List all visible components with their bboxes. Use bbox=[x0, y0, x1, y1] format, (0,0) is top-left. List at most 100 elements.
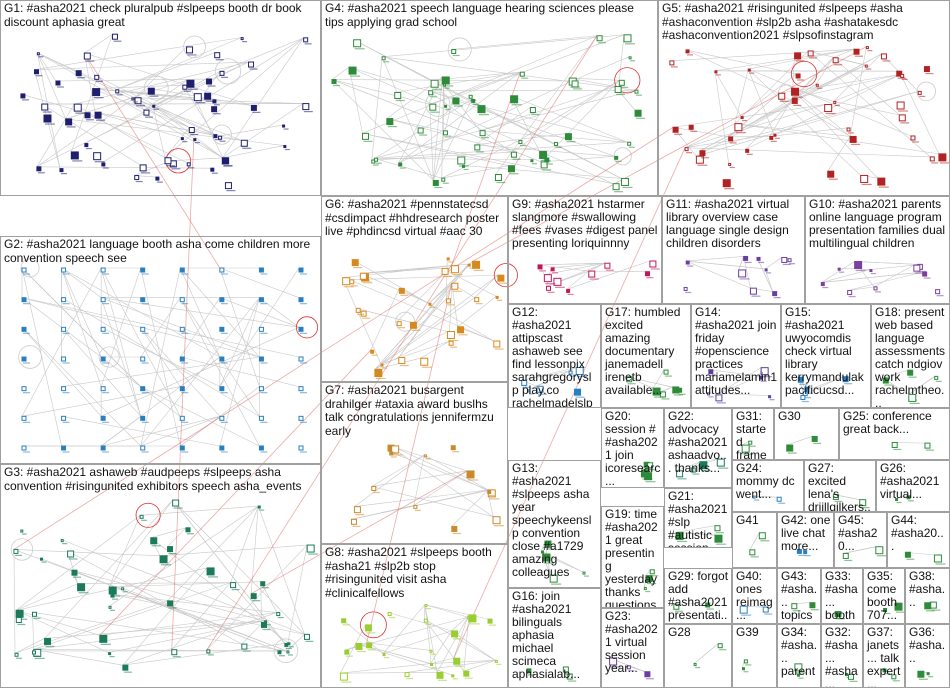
node-g3-4 bbox=[303, 633, 310, 640]
edge-g6-3 bbox=[374, 297, 475, 370]
edge-g45-2 bbox=[843, 546, 876, 554]
node-g8-8 bbox=[366, 642, 373, 649]
node-g32-0 bbox=[845, 673, 849, 677]
edge-g8-17 bbox=[453, 617, 468, 659]
node-g4-13 bbox=[518, 140, 523, 145]
node-g8-6 bbox=[436, 671, 444, 679]
group-label-g2: G2: #asha2021 language booth asha come c… bbox=[4, 237, 314, 265]
node-g6-25 bbox=[446, 330, 455, 339]
edge-g3-61 bbox=[230, 582, 286, 644]
edge-g11-5 bbox=[686, 256, 744, 262]
node-g9-7 bbox=[546, 285, 552, 291]
edge-g4-32 bbox=[398, 80, 573, 164]
inter-group-edge-0 bbox=[13, 126, 674, 550]
node-g2-51 bbox=[140, 445, 146, 451]
edge-g4-66 bbox=[374, 157, 442, 179]
edge-g8-25 bbox=[430, 660, 496, 664]
edge-g5-45 bbox=[669, 48, 855, 62]
edge-g8-24 bbox=[366, 642, 431, 651]
edge-g1-48 bbox=[135, 97, 303, 104]
node-g10-6 bbox=[922, 271, 928, 277]
node-g1-1 bbox=[213, 134, 218, 139]
group-panel-g30: G30 bbox=[774, 408, 839, 460]
node-g10-4 bbox=[837, 267, 841, 271]
group-panel-g29: G29: forgot add #asha2021 presentati... bbox=[664, 568, 732, 624]
edge-g1-69 bbox=[55, 78, 207, 82]
edge-g3-58 bbox=[14, 638, 45, 654]
edge-g7-11 bbox=[351, 505, 414, 520]
node-g1-17 bbox=[250, 104, 257, 111]
node-g8-0 bbox=[463, 670, 470, 677]
edge-g4-2 bbox=[474, 144, 615, 157]
edge-g6-34 bbox=[374, 331, 448, 370]
edge-g3-19 bbox=[14, 600, 168, 654]
edge-g7-8 bbox=[371, 486, 494, 517]
self-loop-g2-0 bbox=[295, 316, 319, 339]
node-g5-38 bbox=[832, 57, 839, 64]
group-panel-g44: G44: #asha20... bbox=[887, 512, 950, 568]
edge-g3-41 bbox=[122, 567, 208, 666]
node-g5-0 bbox=[672, 126, 679, 133]
edge-g4-26 bbox=[381, 56, 434, 181]
node-g16-2 bbox=[526, 668, 532, 674]
node-g5-2 bbox=[896, 70, 903, 77]
node-g2-9 bbox=[61, 297, 67, 303]
group-label-g20: G20: session # #asha2021 join icoresearc… bbox=[605, 409, 661, 488]
node-g10-0 bbox=[854, 260, 863, 269]
node-g12-5 bbox=[536, 385, 544, 393]
node-g7-9 bbox=[450, 445, 456, 451]
node-g30-1 bbox=[811, 435, 818, 442]
group-label-g43: G43: #asha... topics #slpe... bbox=[781, 569, 818, 624]
node-g1-23 bbox=[93, 152, 102, 161]
edge-g7-15 bbox=[387, 444, 494, 517]
node-g1-55 bbox=[59, 168, 64, 173]
node-g3-23 bbox=[14, 652, 19, 657]
edge-g6-41 bbox=[352, 259, 494, 342]
node-g17-4 bbox=[659, 391, 666, 398]
node-g21-0 bbox=[714, 534, 723, 543]
group-label-g45: G45: #asha20... bbox=[838, 513, 878, 553]
node-g4-51 bbox=[623, 34, 632, 43]
edge-g1-33 bbox=[36, 103, 75, 167]
node-g2-45 bbox=[219, 415, 225, 421]
edge-g5-29 bbox=[685, 147, 931, 158]
node-g10-9 bbox=[847, 290, 853, 296]
edge-g1-18 bbox=[152, 105, 223, 159]
node-g5-19 bbox=[900, 73, 905, 78]
node-g10-1 bbox=[820, 282, 825, 287]
node-g7-8 bbox=[423, 454, 427, 458]
edge-g2-53 bbox=[100, 297, 141, 417]
edge-g4-31 bbox=[569, 77, 616, 87]
node-g2-43 bbox=[140, 415, 146, 421]
group-label-g41: G41 bbox=[736, 513, 759, 527]
inter-group-edge-2 bbox=[472, 46, 867, 262]
node-g1-37 bbox=[164, 157, 172, 165]
edge-g5-19 bbox=[673, 104, 825, 128]
edge-g21-1 bbox=[675, 525, 716, 533]
node-g23-1 bbox=[609, 657, 618, 666]
group-panel-g18: G18: present web based language assessme… bbox=[871, 304, 950, 408]
edge-g2-7 bbox=[140, 327, 221, 417]
edge-g10-1 bbox=[869, 264, 914, 270]
node-g2-4 bbox=[179, 267, 185, 273]
edge-g5-22 bbox=[815, 57, 834, 85]
edge-g5-26 bbox=[748, 48, 855, 70]
node-g9-4 bbox=[550, 267, 555, 272]
inter-group-edge-5 bbox=[83, 52, 221, 269]
edge-g10-9 bbox=[821, 269, 871, 283]
edge-g2-36 bbox=[259, 297, 300, 328]
node-g4-19 bbox=[564, 133, 572, 141]
node-g5-42 bbox=[929, 156, 935, 162]
edge-g5-62 bbox=[833, 48, 855, 59]
group-panel-g14: G14: #asha2021 join friday #openscience … bbox=[691, 304, 781, 408]
node-g2-8 bbox=[21, 297, 27, 303]
inter-group-edge-4 bbox=[250, 470, 468, 594]
group-label-g19: G19: time #asha2021 great presenting yes… bbox=[605, 507, 660, 608]
edge-g5-7 bbox=[833, 101, 900, 116]
node-g6-18 bbox=[342, 277, 351, 286]
group-label-g35: G35: come booth 707... bbox=[867, 569, 901, 622]
node-g4-45 bbox=[468, 94, 473, 99]
node-g2-31 bbox=[298, 356, 304, 362]
edge-g7-18 bbox=[424, 454, 489, 491]
edge-g22-2 bbox=[676, 461, 701, 472]
